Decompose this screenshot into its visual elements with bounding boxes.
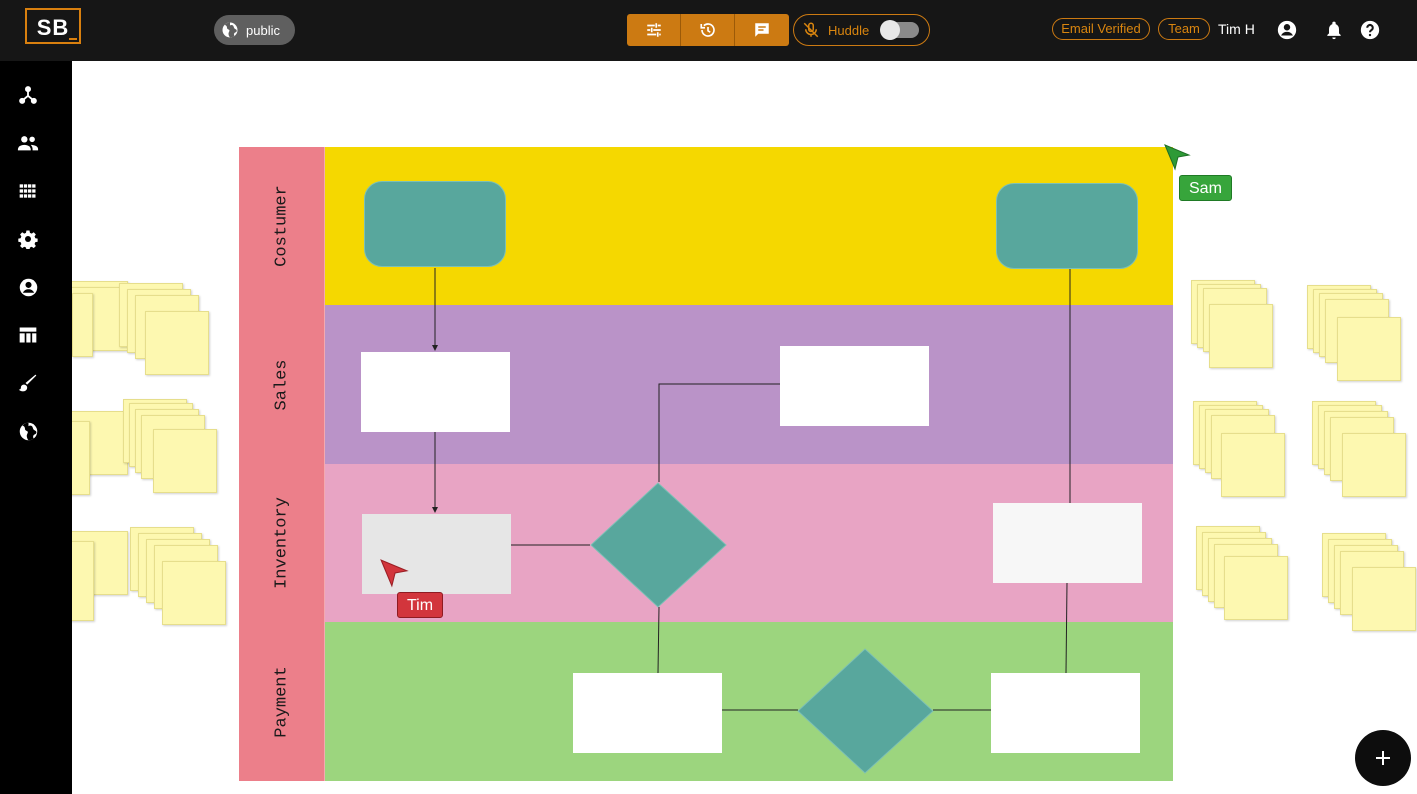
- sidebar-item-draw[interactable]: [17, 372, 39, 394]
- process-box[interactable]: [361, 352, 510, 432]
- sidebar-item-graph[interactable]: [17, 84, 39, 106]
- add-button[interactable]: [1355, 730, 1411, 786]
- cursor-arrow-icon: [380, 559, 409, 588]
- process-box[interactable]: [573, 673, 722, 753]
- collaborator-cursor-label: Sam: [1179, 175, 1232, 201]
- board-toolbar: [627, 14, 789, 46]
- sticky-note[interactable]: [1224, 556, 1288, 620]
- people-icon: [17, 136, 39, 151]
- top-bar: SB public Huddle Email Verified Team Tim…: [0, 0, 1417, 61]
- connector[interactable]: [658, 383, 781, 482]
- connector[interactable]: [657, 606, 660, 674]
- sliders-icon: [646, 23, 661, 37]
- sticky-note[interactable]: [145, 311, 209, 375]
- account-button[interactable]: [1276, 19, 1298, 41]
- sticky-note[interactable]: [1209, 304, 1273, 368]
- process-box[interactable]: [780, 346, 929, 426]
- process-box[interactable]: [991, 673, 1140, 753]
- lane-title: Costumer: [239, 147, 325, 305]
- email-verified-badge[interactable]: Email Verified: [1052, 18, 1150, 40]
- table-icon: [19, 327, 37, 343]
- history-icon: [699, 23, 715, 37]
- sidebar-item-account[interactable]: [17, 276, 39, 298]
- huddle-control[interactable]: Huddle: [793, 14, 930, 46]
- gear-icon: [18, 230, 38, 249]
- sidebar-item-settings[interactable]: [17, 228, 39, 250]
- sidebar-item-people[interactable]: [17, 132, 39, 154]
- mic-off-icon: [803, 22, 819, 38]
- board-canvas[interactable]: Costumer Sales Inventory Payment: [72, 61, 1417, 794]
- process-box[interactable]: [993, 503, 1142, 583]
- decision-diamond[interactable]: [590, 482, 727, 608]
- sticky-note[interactable]: [162, 561, 226, 625]
- visibility-label: public: [246, 22, 280, 38]
- sticky-note[interactable]: [72, 421, 90, 495]
- account-icon: [1277, 20, 1297, 40]
- collaborator-cursor-label: Tim: [397, 592, 444, 618]
- app-logo[interactable]: SB: [25, 8, 81, 44]
- process-box[interactable]: [362, 514, 511, 594]
- history-tool-button[interactable]: [681, 14, 735, 46]
- sidebar-item-apps[interactable]: [17, 180, 39, 202]
- sidebar-item-templates[interactable]: [17, 324, 39, 346]
- visibility-toggle[interactable]: public: [214, 15, 295, 45]
- chat-icon: [755, 23, 769, 37]
- sticky-note[interactable]: [1337, 317, 1401, 381]
- cursor-arrow-icon: [1164, 144, 1191, 171]
- sticky-note[interactable]: [1221, 433, 1285, 497]
- settings-tool-button[interactable]: [627, 14, 681, 46]
- globe-icon: [222, 22, 238, 38]
- sticky-note[interactable]: [1342, 433, 1406, 497]
- lane-title: Payment: [239, 622, 325, 781]
- help-button[interactable]: [1359, 19, 1381, 41]
- help-icon: [1360, 20, 1380, 40]
- huddle-toggle[interactable]: [880, 20, 920, 40]
- lane-title: Sales: [239, 305, 325, 464]
- sticky-note[interactable]: [72, 541, 94, 621]
- team-badge[interactable]: Team: [1158, 18, 1210, 40]
- lane-title: Inventory: [239, 464, 325, 622]
- notifications-button[interactable]: [1323, 19, 1345, 41]
- username[interactable]: Tim H: [1218, 21, 1255, 37]
- sidebar-item-public[interactable]: [17, 420, 39, 442]
- globe-icon: [19, 422, 37, 440]
- sticky-note[interactable]: [153, 429, 217, 493]
- plus-icon: [1376, 751, 1390, 765]
- huddle-label: Huddle: [828, 22, 870, 38]
- account-icon: [19, 278, 37, 296]
- sticky-note[interactable]: [72, 293, 93, 357]
- decision-diamond[interactable]: [797, 648, 934, 774]
- connector[interactable]: [1065, 582, 1068, 674]
- bell-icon: [1327, 21, 1341, 40]
- brush-icon: [18, 374, 37, 392]
- graph-icon: [19, 86, 37, 104]
- rounded-process-shape[interactable]: [364, 181, 506, 267]
- sidebar: [0, 61, 72, 794]
- grid-icon: [19, 184, 36, 198]
- connector-layer: [432, 268, 1071, 711]
- chat-tool-button[interactable]: [735, 14, 789, 46]
- rounded-process-shape[interactable]: [996, 183, 1138, 269]
- sticky-note[interactable]: [1352, 567, 1416, 631]
